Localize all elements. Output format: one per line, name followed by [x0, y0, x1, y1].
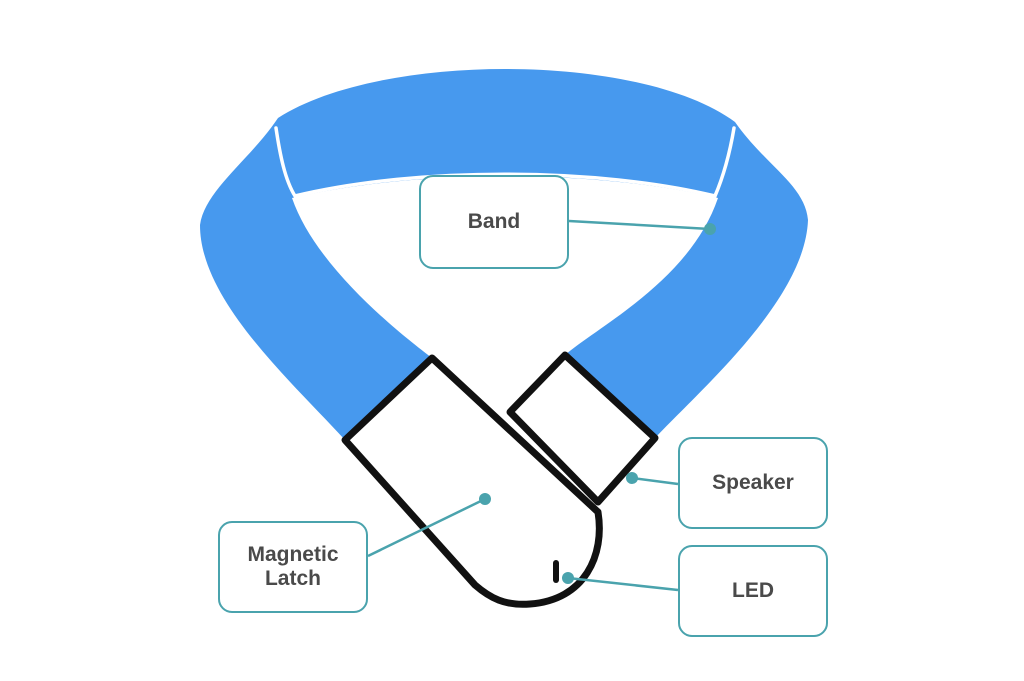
- speaker-anchor-dot: [626, 472, 638, 484]
- band-leader-line: [568, 219, 711, 231]
- band-inner-rim: [274, 126, 736, 199]
- magnetic-latch-label: Magnetic Latch: [218, 521, 368, 613]
- magnetic-latch-module: [341, 354, 603, 608]
- led-anchor-dot: [562, 572, 574, 584]
- speaker-module: [506, 351, 659, 506]
- led-label: LED: [678, 545, 828, 637]
- led-leader-line: [567, 576, 679, 592]
- band-label: Band: [419, 175, 569, 269]
- latch-leader-line: [367, 497, 486, 558]
- band-anchor-dot: [704, 223, 716, 235]
- speaker-label: Speaker: [678, 437, 828, 529]
- speaker-leader-line: [631, 476, 679, 486]
- band-shape: [200, 68, 808, 441]
- latch-anchor-dot: [479, 493, 491, 505]
